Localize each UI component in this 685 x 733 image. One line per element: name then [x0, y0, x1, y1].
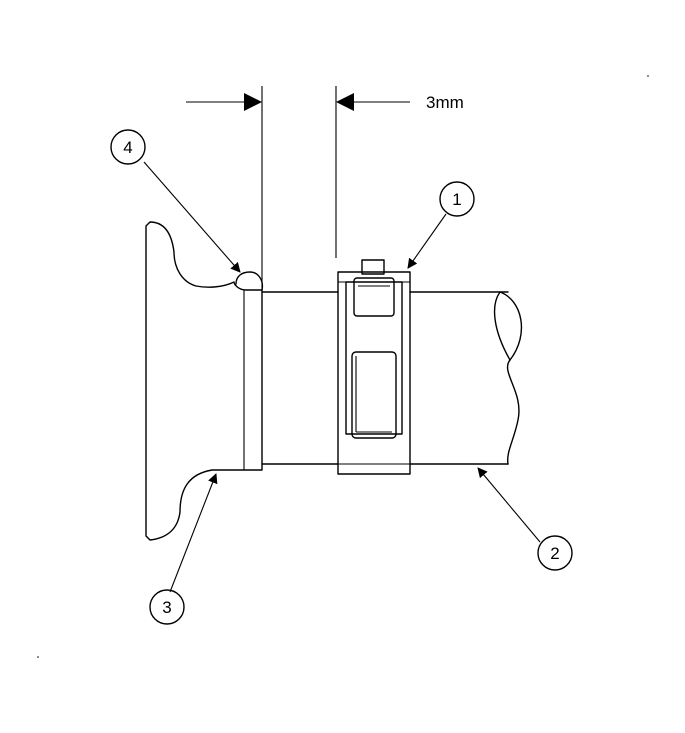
callout-1: 1 — [439, 181, 475, 217]
leader-3 — [169, 473, 218, 593]
callout-2: 2 — [537, 535, 573, 571]
dimension-label: 3mm — [426, 93, 464, 112]
leader-2 — [477, 467, 541, 543]
callout-4: 4 — [110, 129, 146, 165]
fitting-bead — [235, 271, 264, 291]
speck — [37, 656, 39, 658]
hose — [261, 291, 523, 465]
flanged-fitting — [145, 221, 263, 541]
svg-text:3: 3 — [162, 598, 171, 617]
dimension-arrow-left — [186, 93, 262, 111]
svg-text:2: 2 — [550, 544, 559, 563]
dimension-arrow-right — [336, 93, 410, 111]
leader-4 — [143, 161, 241, 273]
svg-text:4: 4 — [123, 138, 132, 157]
hose-clamp — [337, 259, 411, 475]
leader-1 — [407, 213, 447, 269]
speck — [647, 75, 649, 77]
svg-text:1: 1 — [452, 190, 461, 209]
callout-3: 3 — [149, 589, 185, 625]
